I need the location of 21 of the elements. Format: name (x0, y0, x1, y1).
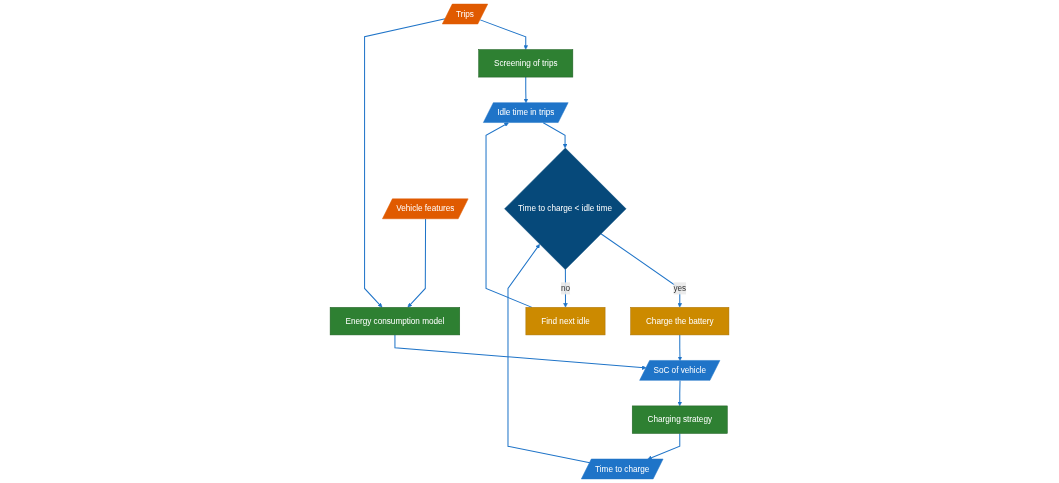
node-box: Find next idle (525, 307, 606, 336)
arrow (647, 432, 681, 460)
edge-label: no (560, 283, 570, 293)
arrow (485, 122, 533, 308)
arrow (523, 76, 529, 104)
node-box: Charging strategy (631, 405, 728, 434)
arrow (563, 268, 568, 308)
node-diamond: Time to charge < idle time (504, 147, 627, 270)
edge-label: yes (673, 283, 687, 293)
arrow (677, 380, 682, 407)
arrow (394, 334, 647, 370)
arrow (507, 244, 591, 464)
arrow (677, 334, 683, 361)
node-box: Charge the battery (630, 307, 730, 336)
node-box: Energy consumption model (329, 307, 460, 336)
arrow (479, 19, 528, 50)
node-box: Screening of trips (478, 49, 574, 78)
arrow (364, 18, 446, 308)
arrow (407, 218, 427, 308)
arrow (542, 122, 568, 149)
arrow (600, 233, 682, 308)
